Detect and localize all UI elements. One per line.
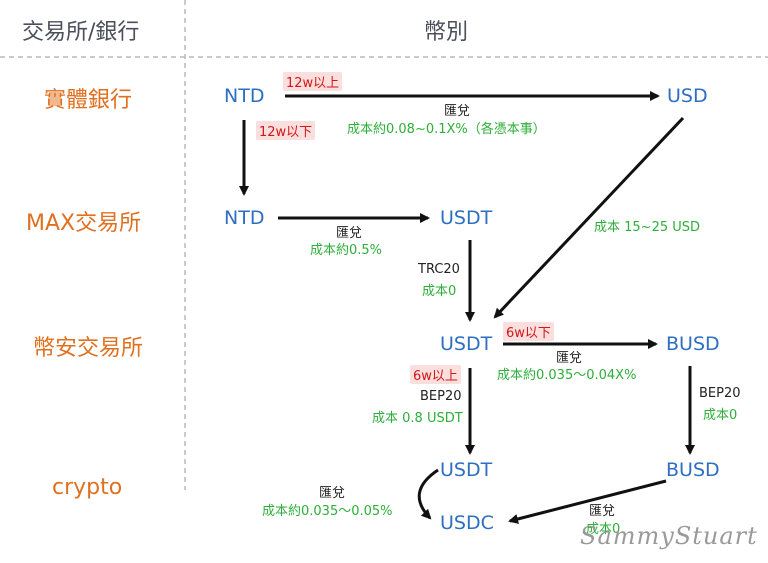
node-busd-crypto: BUSD <box>666 459 720 481</box>
header-left-title: 交易所/銀行 <box>22 20 140 45</box>
label-busd-bep20-cost: 成本0 <box>703 408 738 423</box>
limit-badge-usdt-bep20: 6w以上 <box>410 365 461 384</box>
label-usd-usdt-cost: 成本 15~25 USD <box>594 220 701 235</box>
category-binance-exchange: 幣安交易所 <box>33 336 144 361</box>
label-ntd-usdt-action: 匯兌 <box>336 226 363 241</box>
node-usdc-crypto: USDC <box>440 512 494 534</box>
label-usdt-bep20-network: BEP20 <box>420 389 462 404</box>
label-busd-bep20-network: BEP20 <box>699 386 741 401</box>
node-usd-bank: USD <box>667 85 708 107</box>
node-ntd-bank: NTD <box>224 85 265 107</box>
arrow-usdt-to-usdc <box>417 468 439 520</box>
label-usdt-usdc-cost: 成本約0.035～0.05% <box>262 504 393 519</box>
label-busd-usdc-action: 匯兌 <box>589 504 616 519</box>
node-busd-binance: BUSD <box>666 333 720 355</box>
category-max-exchange: MAX交易所 <box>26 211 142 236</box>
node-usdt-max: USDT <box>440 207 493 229</box>
label-ntd-usd-action: 匯兌 <box>444 104 471 119</box>
arrow-busd-to-usdc <box>508 479 667 524</box>
limit-badge-ntd-ntd: 12w以下 <box>256 121 316 140</box>
node-ntd-max: NTD <box>224 207 265 229</box>
watermark-signature: SammyStuart <box>580 522 758 550</box>
label-usdt-busd-action: 匯兌 <box>556 351 583 366</box>
label-usdt-usdc-action: 匯兌 <box>319 486 346 501</box>
arrow-usd-to-usdt-binance <box>493 116 685 319</box>
label-ntd-usdt-cost: 成本約0.5% <box>310 243 383 258</box>
label-usdt-busd-cost: 成本約0.035～0.04X% <box>497 368 637 383</box>
label-trc20-cost: 成本0 <box>422 284 457 299</box>
category-physical-bank: 實體銀行 <box>44 88 133 113</box>
node-usdt-crypto: USDT <box>440 459 493 481</box>
category-crypto: crypto <box>52 475 123 500</box>
label-trc20-network: TRC20 <box>418 262 460 277</box>
header-right-title: 幣別 <box>424 20 469 45</box>
label-usdt-bep20-cost: 成本 0.8 USDT <box>372 411 463 426</box>
node-usdt-binance: USDT <box>440 333 493 355</box>
limit-badge-usdt-busd: 6w以下 <box>503 322 554 341</box>
label-busd-usdc-cost: 成本0 <box>586 522 621 537</box>
label-ntd-usd-cost: 成本約0.08~0.1X%（各憑本事） <box>347 122 546 137</box>
limit-badge-ntd-usd: 12w以上 <box>283 72 343 91</box>
